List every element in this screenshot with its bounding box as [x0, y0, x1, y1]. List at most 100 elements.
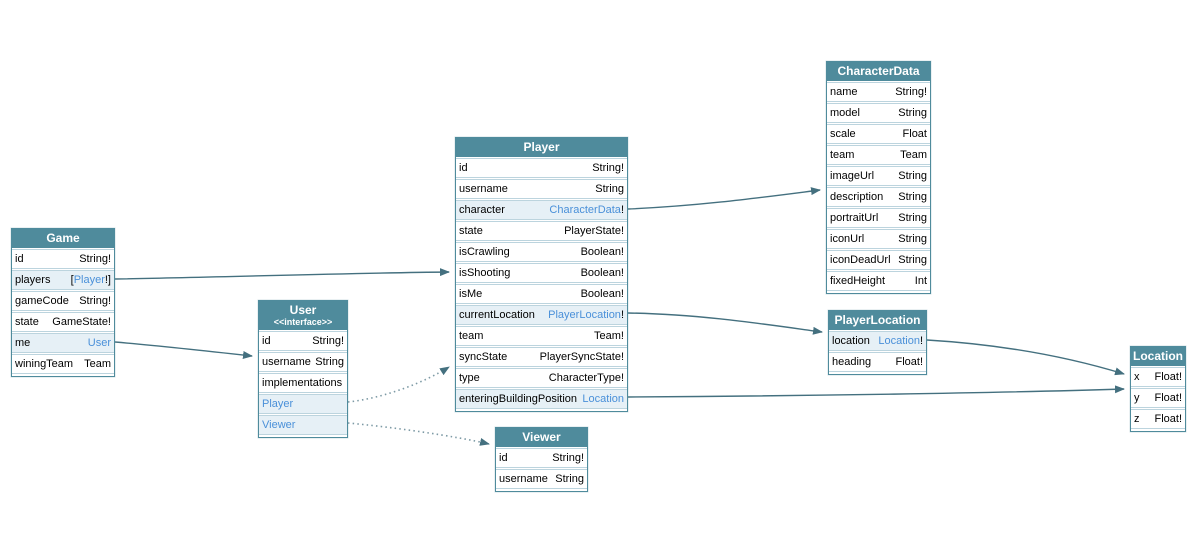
- field-type: String: [595, 183, 624, 195]
- field-type[interactable]: Location!: [878, 335, 923, 347]
- node-title: Player: [523, 140, 560, 154]
- field-type[interactable]: User: [88, 336, 111, 350]
- node-header-playerlocation[interactable]: PlayerLocation: [829, 311, 926, 330]
- edge-game-me-to-user: [114, 341, 253, 359]
- field-type: CharacterType!: [548, 372, 624, 384]
- field-name: y: [1134, 392, 1140, 404]
- field-type: String: [898, 170, 927, 182]
- field-name: enteringBuildingPosition: [459, 393, 578, 405]
- field-name: heading: [832, 356, 872, 368]
- node-header-game[interactable]: Game: [12, 229, 114, 248]
- node-header-user[interactable]: User<<interface>>: [259, 301, 347, 330]
- field-row-players[interactable]: players [Player!]: [12, 270, 114, 290]
- field-name: id: [499, 452, 508, 464]
- field-type: Team: [84, 358, 111, 370]
- field-name: isCrawling: [459, 246, 510, 258]
- field-row-enteringBuildingPosition[interactable]: enteringBuildingPosition Location: [456, 389, 627, 409]
- field-type: String!: [895, 86, 927, 98]
- field-row-Viewer[interactable]: Viewer: [259, 415, 347, 435]
- field-name: username: [459, 183, 508, 195]
- field-name[interactable]: Player: [262, 398, 294, 410]
- field-name: id: [459, 162, 468, 174]
- field-type: String!: [79, 253, 111, 265]
- field-name: players: [15, 274, 51, 286]
- field-row-implementations[interactable]: implementations: [259, 373, 347, 393]
- type-link-User[interactable]: User: [87, 337, 111, 349]
- field-type[interactable]: [Player!]: [70, 274, 111, 286]
- type-link-Player[interactable]: Player: [73, 274, 105, 286]
- type-link-PlayerLocation[interactable]: PlayerLocation: [548, 309, 621, 321]
- field-type[interactable]: CharacterData!: [549, 204, 624, 216]
- type-link-CharacterData[interactable]: CharacterData: [549, 204, 621, 216]
- field-name: username: [499, 473, 548, 485]
- field-type: Float: [902, 128, 927, 140]
- field-row-Player[interactable]: Player: [259, 394, 347, 414]
- node-header-location[interactable]: Location: [1131, 347, 1185, 366]
- node-header-characterdata[interactable]: CharacterData: [827, 62, 930, 81]
- field-row-username[interactable]: username String: [456, 179, 627, 199]
- node-header-viewer[interactable]: Viewer: [496, 428, 587, 447]
- field-type: Float!: [895, 356, 923, 368]
- field-name: syncState: [459, 351, 508, 363]
- field-name: model: [830, 107, 860, 119]
- edge-user-implementation-player: [347, 366, 450, 403]
- field-name[interactable]: Viewer: [262, 419, 296, 431]
- node-title: Viewer: [522, 430, 561, 444]
- field-name: character: [459, 204, 505, 216]
- field-name: username: [262, 356, 311, 368]
- field-name: team: [459, 330, 484, 342]
- field-type: Int: [914, 275, 927, 287]
- node-header-player[interactable]: Player: [456, 138, 627, 157]
- field-name: z: [1134, 413, 1140, 425]
- field-name: iconUrl: [830, 233, 865, 245]
- field-type[interactable]: Location: [582, 392, 624, 406]
- edge-player-character-to-characterdata: [627, 187, 821, 210]
- type-link-Location[interactable]: Location: [582, 393, 624, 405]
- type-link-Location[interactable]: Location: [878, 335, 920, 347]
- field-row-character[interactable]: character CharacterData!: [456, 200, 627, 220]
- field-row-heading[interactable]: heading Float!: [829, 352, 926, 372]
- field-type[interactable]: PlayerLocation!: [548, 309, 624, 321]
